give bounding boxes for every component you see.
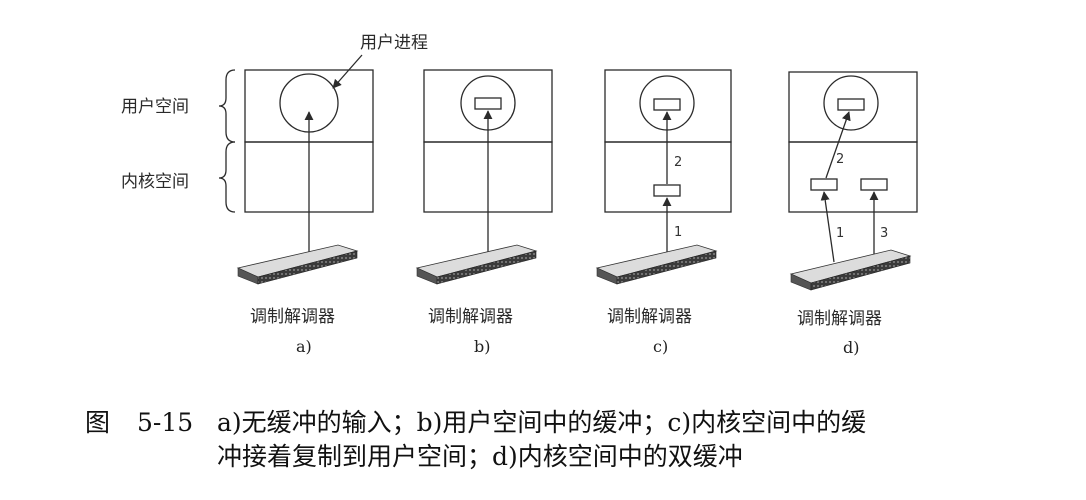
caption-line-1: 图 5-15 a)无缓冲的输入；b)用户空间中的缓冲；c)内核空间中的缓: [85, 403, 866, 439]
kernel-space-label: 内核空间: [121, 172, 189, 192]
panel-a: 调制解调器 a): [236, 69, 374, 356]
step-2-label: 2: [674, 155, 682, 170]
modem-icon: [236, 244, 359, 285]
step-1-label: 1: [836, 226, 844, 241]
modem-icon: [415, 244, 538, 285]
step-1-label: 1: [674, 225, 682, 240]
modem-label: 调制解调器: [607, 307, 692, 327]
panel-c: 1 2 调制解调器 c): [595, 69, 732, 356]
panel-label: c): [653, 337, 668, 356]
modem-label: 调制解调器: [797, 309, 882, 329]
step-3-label: 3: [880, 226, 888, 241]
step-2-label: 2: [836, 152, 844, 167]
kernel-buffer: [653, 184, 681, 197]
user-process-label: 用户进程: [360, 33, 428, 53]
modem-label: 调制解调器: [428, 307, 513, 327]
panel-label: b): [474, 337, 490, 356]
kernel-space-box: [788, 141, 918, 213]
caption-text-1: a)无缓冲的输入；b)用户空间中的缓冲；c)内核空间中的缓: [217, 408, 867, 437]
copy-to-user-arrow: [825, 111, 851, 179]
panel-label: d): [843, 338, 859, 357]
modem-icon: [595, 244, 718, 285]
kernel-space-brace: [218, 141, 236, 213]
panel-b: 调制解调器 b): [415, 69, 553, 356]
user-space-brace: [218, 69, 236, 143]
user-buffer: [474, 97, 502, 110]
caption-text-2: 冲接着复制到用户空间；d)内核空间中的双缓冲: [217, 442, 743, 471]
panel-d: 1 2 3 调制解调器 d): [788, 71, 918, 357]
user-buffer: [653, 98, 681, 111]
caption-line-2: 冲接着复制到用户空间；d)内核空间中的双缓冲: [217, 437, 743, 473]
io-buffering-diagram: 用户进程 用户空间 内核空间 调制解调器 a) 调制解调器 b): [121, 33, 918, 357]
input-to-kernel-buffer-1-arrow: [820, 191, 835, 263]
user-process-pointer: [332, 54, 363, 89]
user-process-circle: [823, 75, 879, 131]
user-space-box: [604, 69, 732, 143]
caption-figure-number: 5-15: [137, 408, 194, 437]
user-space-label: 用户空间: [121, 97, 189, 117]
kernel-space-box: [604, 141, 732, 213]
modem-label: 调制解调器: [250, 307, 335, 327]
kernel-buffer-2: [860, 178, 888, 191]
modem-icon: [789, 249, 912, 291]
user-space-box: [788, 71, 918, 143]
user-buffer: [837, 98, 865, 111]
kernel-buffer-1: [810, 178, 838, 191]
caption-figure-word: 图: [85, 408, 111, 437]
panel-label: a): [296, 337, 312, 356]
